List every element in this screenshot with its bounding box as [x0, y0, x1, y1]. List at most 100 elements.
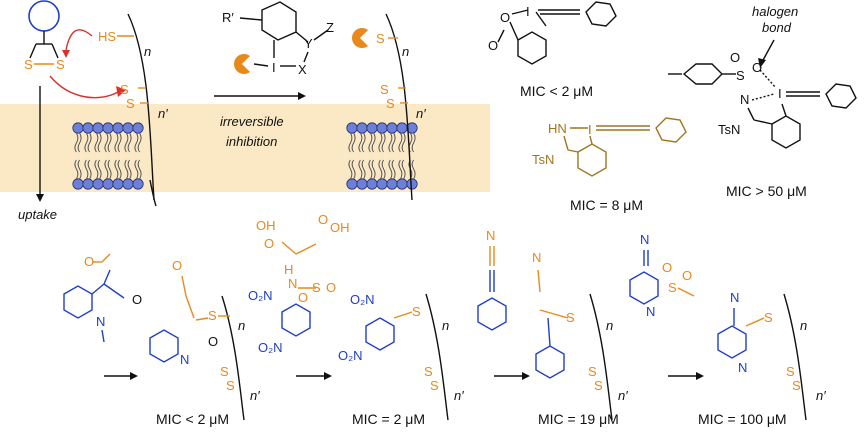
svg-text:bond: bond — [762, 20, 792, 35]
svg-text:N: N — [740, 92, 749, 107]
lipid-tail — [74, 132, 79, 153]
lipid-head — [396, 178, 408, 190]
svg-text:O: O — [84, 254, 94, 269]
lipid-tail — [368, 159, 373, 180]
lipid-tail — [351, 132, 356, 153]
lipid-head — [112, 178, 124, 190]
svg-text:S: S — [226, 378, 235, 393]
svg-text:HN: HN — [548, 121, 567, 136]
svg-text:n′: n′ — [618, 388, 628, 403]
adduct-isatin: O S O N n S S n′ MIC < 2 μM — [149, 258, 260, 427]
svg-text:S: S — [120, 82, 129, 97]
mic-bottom-1: MIC < 2 μM — [156, 411, 229, 427]
svg-text:S: S — [376, 31, 385, 46]
lipid-tail — [124, 159, 129, 180]
lipid-tail — [361, 132, 366, 153]
svg-text:N: N — [640, 232, 649, 247]
svg-text:S: S — [792, 378, 801, 393]
lipid-tail — [137, 132, 142, 153]
svg-text:O: O — [488, 38, 498, 53]
svg-text:halogen: halogen — [752, 4, 798, 19]
lipid-tail — [398, 159, 403, 180]
svg-text:I: I — [272, 60, 276, 75]
svg-text:S: S — [220, 364, 229, 379]
lipid-head — [356, 178, 368, 190]
isatin-michael-acceptor: O O N — [63, 253, 142, 343]
svg-text:TsN: TsN — [718, 122, 740, 137]
lipid-tail — [74, 159, 79, 180]
svg-text:S: S — [386, 96, 395, 111]
lipid-tail — [411, 132, 416, 153]
top-left-panel: S S uptake — [18, 0, 126, 222]
svg-text:O: O — [682, 268, 692, 283]
lipid-tail — [361, 159, 366, 180]
lipid-tail — [398, 132, 403, 153]
lipid-head — [132, 178, 144, 190]
lipid-tail — [358, 159, 363, 180]
lipid-tail — [371, 132, 376, 153]
svg-text:O: O — [298, 290, 308, 305]
svg-text:I: I — [588, 122, 592, 137]
svg-text:N: N — [288, 276, 297, 291]
svg-text:O₂N: O₂N — [350, 292, 375, 307]
lipid-tail — [371, 159, 376, 180]
svg-text:N: N — [646, 304, 655, 319]
svg-text:n′: n′ — [250, 388, 260, 403]
inhibition-label: inhibition — [226, 134, 277, 149]
lipid-tail — [104, 159, 109, 180]
lipid-tail — [87, 159, 92, 180]
svg-text:H: H — [284, 262, 293, 277]
lipid-head — [366, 122, 378, 134]
lipid-tail — [124, 132, 129, 153]
svg-text:n′: n′ — [416, 106, 426, 121]
benziodoxolone-structure: O I O MIC < 2 μM — [488, 1, 617, 99]
adduct-pyridine: N S N n S S n′ MIC = 100 μM — [698, 290, 826, 427]
svg-text:S: S — [126, 96, 135, 111]
mic-bottom-4: MIC = 100 μM — [698, 411, 787, 427]
svg-text:O: O — [326, 280, 336, 295]
svg-text:X: X — [298, 62, 307, 77]
lipid-head — [102, 122, 114, 134]
protein-chain-1: HS n S S n′ — [98, 13, 168, 201]
svg-text:Y: Y — [304, 36, 313, 51]
lipid-tail — [77, 132, 82, 153]
lipid-tail — [378, 159, 383, 180]
svg-text:O₂N: O₂N — [258, 340, 283, 355]
svg-text:S: S — [412, 304, 421, 319]
lipid-tail — [97, 132, 102, 153]
svg-text:N: N — [730, 290, 739, 305]
lipid-tail — [391, 132, 396, 153]
adduct-nitrophenyl: O₂N O₂N S n S S n′ MIC = 2 μM — [338, 292, 464, 427]
lipid-head — [346, 178, 358, 190]
lipid-head — [92, 178, 104, 190]
halogen-bond-structure: halogen bond S O O N I TsN MIC > 50 μM — [668, 4, 857, 199]
svg-text:S: S — [736, 68, 745, 83]
svg-text:S: S — [424, 364, 433, 379]
lipid-head — [122, 122, 134, 134]
svg-text:I: I — [526, 4, 530, 19]
lipid-head — [72, 122, 84, 134]
svg-text:S: S — [764, 310, 773, 325]
svg-text:O: O — [132, 292, 142, 307]
lipid-head — [406, 178, 418, 190]
svg-text:n′: n′ — [454, 388, 464, 403]
nitrobenzenesulfonamide-reagent: O OH OH O H N S O O O₂N O₂N — [248, 212, 350, 355]
lipid-tail — [358, 132, 363, 153]
svg-text:S: S — [312, 280, 321, 295]
lipid-head — [82, 122, 94, 134]
lipid-tail — [114, 159, 119, 180]
lipid-tail — [381, 159, 386, 180]
lipid-tail — [127, 132, 132, 153]
svg-text:O: O — [730, 50, 740, 65]
lipid-head — [132, 122, 144, 134]
svg-text:O: O — [662, 260, 672, 275]
lipid-tail — [117, 132, 122, 153]
pacman-icon — [352, 28, 368, 48]
pacman-icon — [233, 54, 250, 75]
lipid-head — [376, 178, 388, 190]
svg-text:n′: n′ — [816, 388, 826, 403]
svg-text:n: n — [402, 44, 409, 59]
lipid-tail — [368, 132, 373, 153]
amidine-iodane-structure: HN I TsN MIC = 8 μM — [532, 117, 687, 213]
